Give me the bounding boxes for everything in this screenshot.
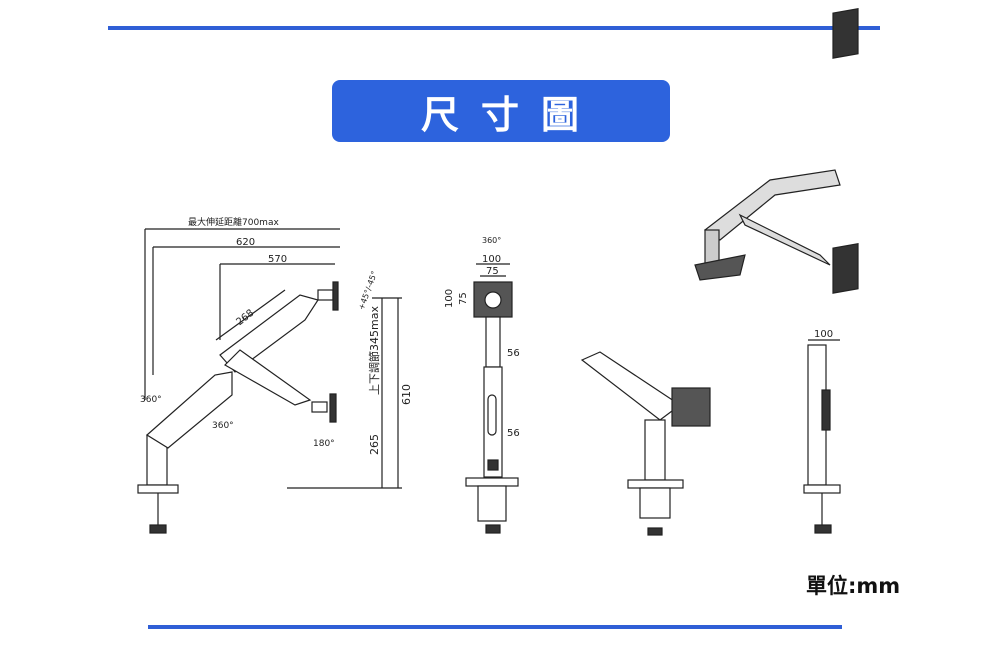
vesa-width-100: 100	[482, 254, 501, 265]
dim-610: 610	[400, 384, 413, 405]
height-adjust-label: 上下調節345max	[367, 306, 381, 395]
unit-label: 單位:mm	[806, 574, 901, 598]
vesa-width-75: 75	[486, 266, 499, 277]
bottom-divider	[148, 625, 842, 629]
dim-268: 268	[234, 308, 256, 328]
vesa-height-100: 100	[444, 289, 455, 308]
dim-265: 265	[368, 434, 381, 455]
dim-570: 570	[268, 254, 287, 265]
page-title: 尺寸圖	[332, 80, 670, 142]
tilt-label: +45°/-45°	[357, 270, 379, 311]
vesa-height-75: 75	[458, 292, 469, 305]
rotation-mid: 360°	[212, 421, 234, 431]
rotation-base: 360°	[140, 395, 162, 405]
dim-620: 620	[236, 237, 255, 248]
max-reach-label: 最大伸延距離700max	[188, 216, 279, 228]
front-view: 360° 100 75 100 75 56 56	[444, 236, 520, 534]
rotation-head: 180°	[313, 439, 335, 449]
dim-56-lower: 56	[507, 428, 520, 439]
front-rotation: 360°	[482, 236, 501, 245]
angled-view	[580, 351, 711, 536]
dim-100: 100	[814, 329, 833, 340]
back-view: 100	[803, 329, 841, 534]
side-view: 最大伸延距離700max 620 570 268 360° 360° 180° …	[137, 216, 413, 534]
perspective-view	[694, 8, 859, 294]
top-divider	[108, 26, 880, 30]
dim-56-upper: 56	[507, 348, 520, 359]
